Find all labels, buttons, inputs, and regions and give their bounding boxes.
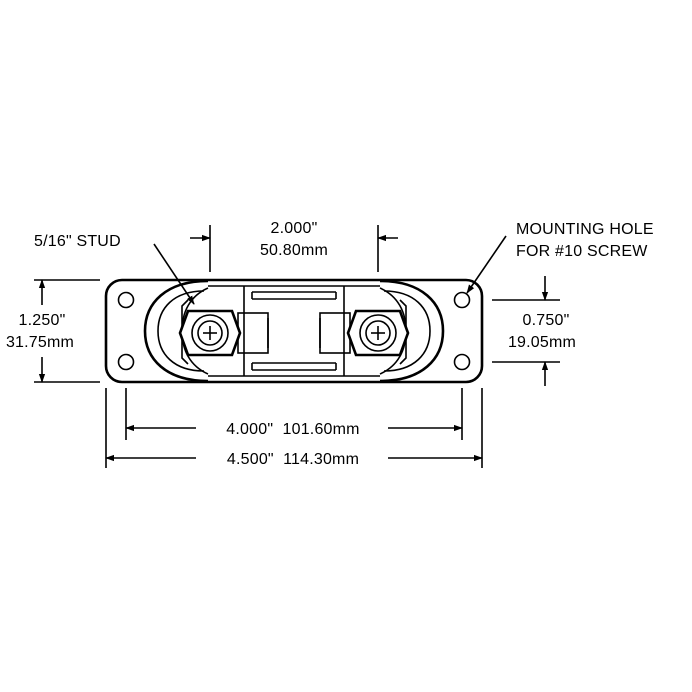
stud-terminal-left <box>178 299 269 365</box>
center-housing <box>208 285 380 377</box>
mounting-hole-top-left <box>117 291 135 309</box>
dimension-stud-spacing: 2.000" 50.80mm <box>190 220 398 272</box>
dimension-hole-spacing-horizontal: 4.000" 101.60mm <box>125 388 463 440</box>
hole-spacing-v-inch-label: 0.750" <box>523 312 570 329</box>
dimension-height: 1.250" 31.75mm <box>6 279 100 383</box>
mounting-hole-bottom-left <box>117 353 135 371</box>
mounting-hole-top-right <box>453 291 471 309</box>
stud-callout: 5/16" STUD <box>34 233 195 305</box>
dimension-overall-length: 4.500" 114.30mm <box>105 388 483 468</box>
hole-spacing-h-label: 4.000" 101.60mm <box>226 421 359 438</box>
mounting-hole-label-line2: FOR #10 SCREW <box>516 243 648 260</box>
dimension-hole-spacing-vertical: 0.750" 19.05mm <box>492 276 576 386</box>
end-bosses <box>143 279 445 383</box>
stud-terminal-right <box>319 299 410 365</box>
mounting-hole-bottom-right <box>453 353 471 371</box>
height-inch-label: 1.250" <box>19 312 66 329</box>
stud-spacing-inch-label: 2.000" <box>271 220 318 237</box>
mounting-holes <box>117 291 471 371</box>
mounting-hole-label-line1: MOUNTING HOLE <box>516 221 654 238</box>
height-mm-label: 31.75mm <box>6 334 74 351</box>
mounting-hole-callout: MOUNTING HOLE FOR #10 SCREW <box>466 221 654 294</box>
stud-spacing-mm-label: 50.80mm <box>260 242 328 259</box>
hole-spacing-v-mm-label: 19.05mm <box>508 334 576 351</box>
body-outline <box>104 278 484 384</box>
stud-label: 5/16" STUD <box>34 233 121 250</box>
overall-length-label: 4.500" 114.30mm <box>227 451 359 468</box>
